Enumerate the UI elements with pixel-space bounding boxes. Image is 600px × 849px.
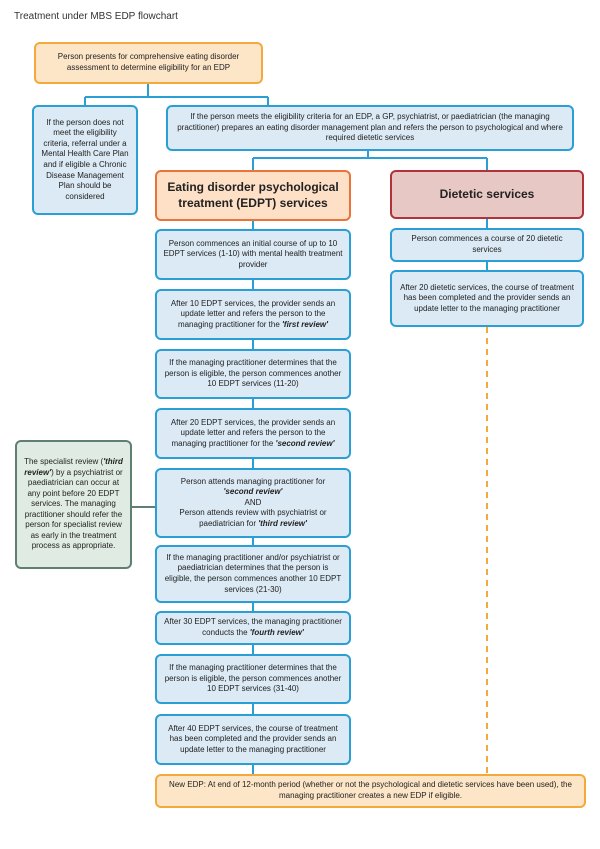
dietetic-step-1: Person commences a course of 20 dietetic… xyxy=(390,228,584,262)
edpt-header-text: Eating disorder psychological treatment … xyxy=(167,179,339,210)
dietetic-header-text: Dietetic services xyxy=(439,186,535,201)
edpt-step-1: Person commences an initial course of up… xyxy=(155,229,351,280)
edpt-step-4: After 20 EDPT services, the provider sen… xyxy=(155,408,351,459)
edpt-step-1-text: Person commences an initial course of up… xyxy=(163,238,343,269)
edpt-step-2: After 10 EDPT services, the provider sen… xyxy=(155,289,351,340)
page-title: Treatment under MBS EDP flowchart xyxy=(14,11,178,22)
not-eligible-text: If the person does not meet the eligibil… xyxy=(41,117,129,201)
edpt-step-7: After 30 EDPT services, the managing pra… xyxy=(155,611,351,645)
specialist-review-text: The specialist review ('third review') b… xyxy=(24,457,123,551)
edpt-step-5: Person attends managing practitioner for… xyxy=(155,468,351,538)
edpt-step-8-text: If the managing practitioner determines … xyxy=(164,663,342,694)
edpt-step-8: If the managing practitioner determines … xyxy=(155,654,351,704)
edpt-step-2-text: After 10 EDPT services, the provider sen… xyxy=(170,298,336,329)
edpt-step-9: After 40 EDPT services, the course of tr… xyxy=(155,714,351,765)
new-edp-text: New EDP: At end of 12-month period (whet… xyxy=(169,780,572,800)
presents-box: Person presents for comprehensive eating… xyxy=(34,42,263,84)
eligible-text: If the person meets the eligibility crit… xyxy=(177,112,563,143)
specialist-review-note: The specialist review ('third review') b… xyxy=(15,440,132,569)
edpt-step-6-text: If the managing practitioner and/or psyc… xyxy=(164,552,342,594)
edpt-step-4-text: After 20 EDPT services, the provider sen… xyxy=(170,417,336,448)
edpt-step-7-text: After 30 EDPT services, the managing pra… xyxy=(164,617,342,637)
not-eligible-box: If the person does not meet the eligibil… xyxy=(32,105,138,215)
edpt-step-9-text: After 40 EDPT services, the course of tr… xyxy=(168,723,338,754)
edpt-step-5-text: Person attends managing practitioner for… xyxy=(179,476,327,528)
eligible-box: If the person meets the eligibility crit… xyxy=(166,105,574,151)
dietetic-step-2-text: After 20 dietetic services, the course o… xyxy=(400,282,574,313)
dietetic-services-header: Dietetic services xyxy=(390,170,584,219)
dietetic-step-2: After 20 dietetic services, the course o… xyxy=(390,270,584,327)
dietetic-step-1-text: Person commences a course of 20 dietetic… xyxy=(411,234,563,254)
edpt-step-6: If the managing practitioner and/or psyc… xyxy=(155,545,351,603)
edpt-step-3: If the managing practitioner determines … xyxy=(155,349,351,399)
presents-text: Person presents for comprehensive eating… xyxy=(57,52,240,72)
edpt-services-header: Eating disorder psychological treatment … xyxy=(155,170,351,221)
edpt-step-3-text: If the managing practitioner determines … xyxy=(164,358,342,389)
new-edp-box: New EDP: At end of 12-month period (whet… xyxy=(155,774,586,808)
